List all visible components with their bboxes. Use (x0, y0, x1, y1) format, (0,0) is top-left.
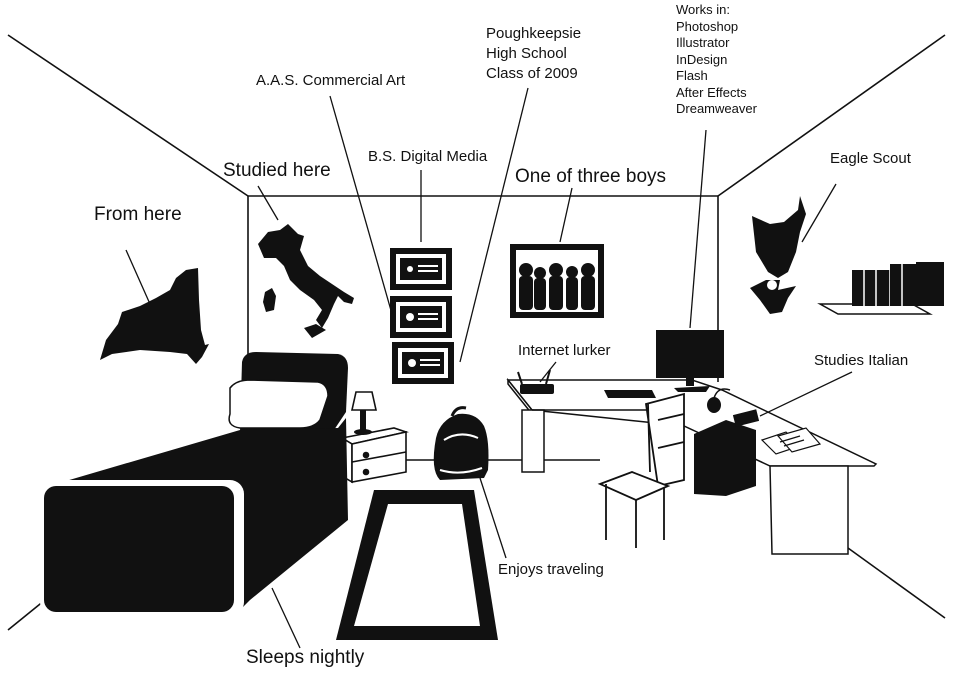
diploma-icon (390, 248, 452, 290)
diploma-icon (390, 296, 452, 338)
papers-icon (760, 427, 822, 455)
family-photo-icon (510, 244, 604, 318)
leader-lines (125, 87, 853, 649)
room-walls (7, 34, 946, 631)
works-in-app: After Effects (676, 84, 747, 100)
lamp-icon (351, 391, 377, 435)
chair-icon (597, 392, 685, 548)
italy-map-icon (258, 224, 354, 338)
new-york-state-map-icon (100, 268, 209, 364)
high-school-line: High School (486, 45, 567, 62)
works-in-label: Works in: Photoshop Illustrator InDesign… (676, 2, 757, 118)
sleeps-nightly-label: Sleeps nightly (246, 647, 365, 668)
works-in-app: Photoshop (676, 18, 739, 34)
computer-monitor-icon (656, 330, 724, 392)
enjoys-traveling-label: Enjoys traveling (498, 561, 604, 578)
studied-here-label: Studied here (223, 160, 331, 181)
nightstand-icon (339, 427, 409, 484)
works-in-app: Flash (676, 68, 708, 83)
rug-icon (336, 490, 498, 640)
one-of-three-boys-label: One of three boys (515, 166, 667, 187)
eagle-scout-label: Eagle Scout (830, 150, 911, 167)
aas-commercial-art-label: A.A.S. Commercial Art (256, 72, 406, 89)
works-in-title: Works in: (676, 2, 730, 17)
studies-italian-label: Studies Italian (814, 352, 909, 369)
works-in-app: InDesign (676, 51, 728, 67)
diploma-icon (392, 342, 454, 384)
high-school-line: Poughkeepsie (486, 25, 582, 42)
router-icon (517, 369, 554, 394)
bookshelf-icon (817, 262, 944, 315)
mouse-icon (707, 388, 731, 413)
high-school-line: Class of 2009 (486, 65, 578, 82)
bed-icon (40, 352, 348, 616)
bs-digital-media-label: B.S. Digital Media (368, 148, 488, 165)
backpack-icon (433, 406, 489, 480)
from-here-label: From here (94, 204, 182, 225)
keyboard-icon (604, 390, 656, 398)
eagle-scout-trophy-icon (750, 196, 806, 314)
works-in-app: Illustrator (676, 35, 730, 50)
internet-lurker-label: Internet lurker (518, 342, 611, 359)
pc-tower-icon (694, 420, 756, 496)
works-in-app: Dreamweaver (676, 101, 757, 116)
phone-icon (732, 409, 760, 427)
desk-icon (506, 377, 878, 555)
high-school-label: Poughkeepsie High School Class of 2009 (486, 24, 581, 84)
